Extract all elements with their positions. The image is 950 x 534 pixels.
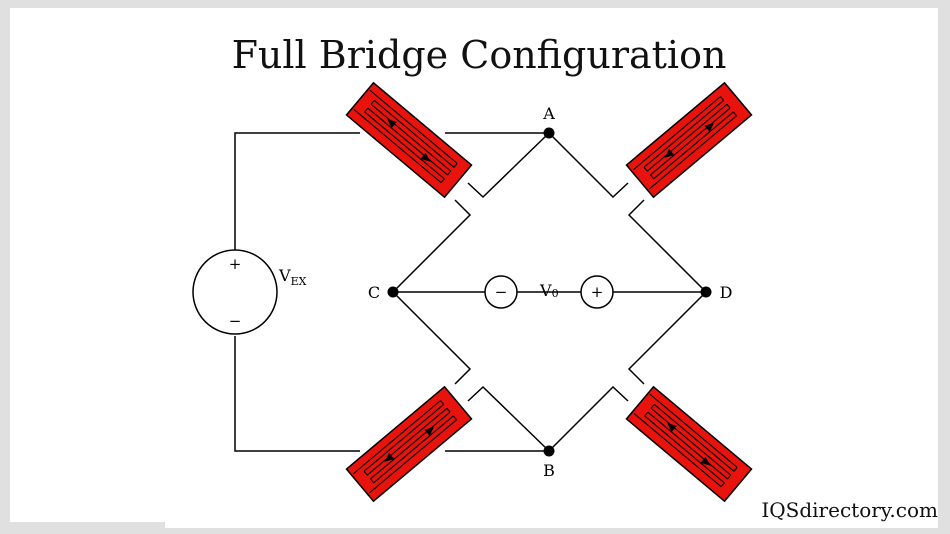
vex-label: VEX (278, 266, 307, 288)
v0-label: V0 (539, 281, 559, 300)
source-minus-sign: − (229, 312, 242, 330)
meter-plus-sign: + (591, 283, 604, 301)
output-plus-terminal (580, 275, 614, 309)
v0-subscript: 0 (552, 287, 559, 300)
vex-main: V (278, 266, 291, 285)
corner-mark (0, 522, 165, 534)
node-d-dot (700, 286, 712, 298)
watermark: IQSdirectory.com (761, 498, 938, 522)
meter-minus-sign: − (495, 283, 508, 301)
source-plus-sign: + (229, 255, 242, 273)
node-d-label: D (720, 283, 733, 302)
output-minus-terminal (484, 275, 518, 309)
v0-main: V (539, 281, 552, 300)
vex-subscript: EX (291, 275, 307, 288)
content-panel (10, 8, 938, 528)
circuit-wires (234, 132, 707, 452)
node-a-dot (543, 127, 555, 139)
node-b-label: B (543, 461, 555, 480)
excitation-source (192, 249, 278, 335)
node-c-label: C (368, 283, 380, 302)
node-b-dot (543, 445, 555, 457)
node-c-dot (387, 286, 399, 298)
node-a-label: A (542, 104, 555, 123)
diagram-title: Full Bridge Configuration (232, 33, 727, 77)
